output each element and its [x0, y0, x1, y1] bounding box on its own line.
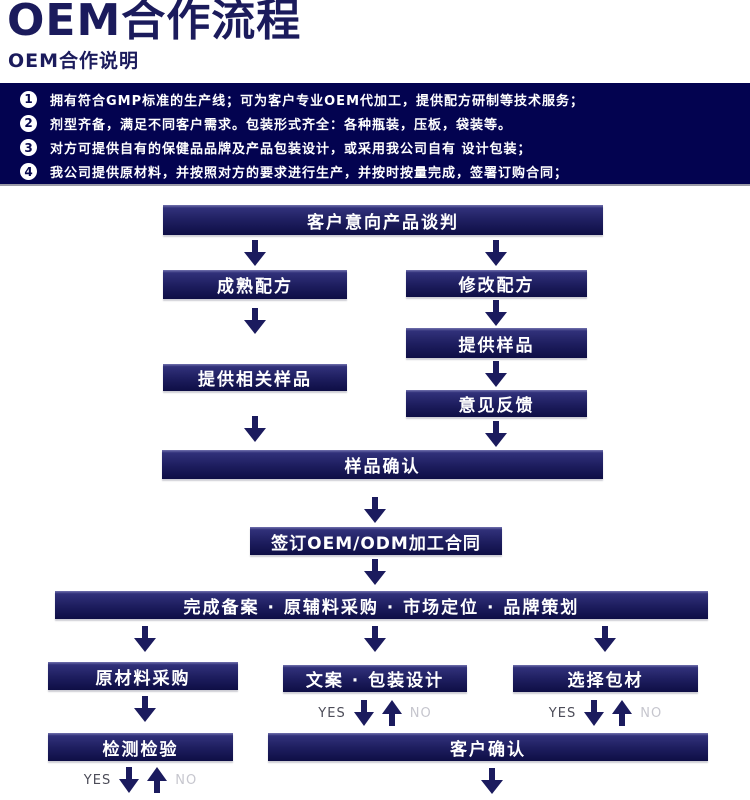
- flow-box-sample-confirmation: 样品确认: [162, 450, 603, 479]
- down-arrow-icon: [485, 361, 507, 387]
- no-label: NO: [409, 705, 432, 721]
- no-label: NO: [640, 705, 663, 721]
- note-number-badge: 2: [20, 114, 37, 132]
- flow-box-mature-formula: 成熟配方: [163, 270, 347, 299]
- down-arrow-icon: [485, 300, 507, 326]
- down-arrow-icon: [364, 559, 386, 585]
- flow-box-feedback: 意见反馈: [406, 390, 587, 417]
- flow-box-modify-formula: 修改配方: [406, 270, 587, 297]
- down-arrow-icon: [594, 626, 616, 652]
- flow-box-sign-contract: 签订OEM/ODM加工合同: [250, 527, 502, 555]
- yesno-group: YES NO: [513, 699, 698, 727]
- notes-panel: 1 拥有符合GMP标准的生产线；可为客户专业OEM代加工，提供配方研制等技术服务…: [0, 83, 750, 186]
- down-arrow-icon: [134, 696, 156, 722]
- flow-box-testing-inspection: 检测检验: [48, 733, 233, 761]
- note-text: 对方可提供自有的保健品品牌及产品包装设计，或采用我公司自有 设计包装；: [50, 142, 532, 158]
- flow-box-customer-negotiation: 客户意向产品谈判: [163, 205, 603, 235]
- flow-box-customer-confirmation: 客户确认: [268, 733, 708, 761]
- down-arrow-icon: [364, 497, 386, 523]
- down-arrow-icon: [481, 768, 503, 794]
- flow-box-provide-related-samples: 提供相关样品: [163, 364, 347, 391]
- flow-box-copy-packaging-design: 文案 · 包装设计: [283, 665, 467, 692]
- note-text: 拥有符合GMP标准的生产线；可为客户专业OEM代加工，提供配方研制等技术服务；: [50, 93, 585, 109]
- down-arrow-icon: [353, 700, 374, 726]
- down-arrow-icon: [134, 626, 156, 652]
- note-item: 1 拥有符合GMP标准的生产线；可为客户专业OEM代加工，提供配方研制等技术服务…: [0, 87, 750, 111]
- yesno-group: YES NO: [283, 699, 467, 727]
- down-arrow-icon: [364, 626, 386, 652]
- yesno-group: YES NO: [48, 766, 233, 794]
- note-text: 剂型齐备，满足不同客户需求。包装形式齐全：各种瓶装，压板，袋装等。: [50, 117, 513, 133]
- up-arrow-icon: [382, 700, 402, 726]
- note-item: 2 剂型齐备，满足不同客户需求。包装形式齐全：各种瓶装，压板，袋装等。: [0, 111, 750, 135]
- flow-box-filing-procurement: 完成备案 · 原辅料采购 · 市场定位 · 品牌策划: [55, 591, 708, 619]
- note-item: 3 对方可提供自有的保健品品牌及产品包装设计，或采用我公司自有 设计包装；: [0, 136, 750, 160]
- yes-label: YES: [548, 705, 577, 721]
- down-arrow-icon: [485, 240, 507, 266]
- down-arrow-icon: [244, 240, 266, 266]
- yes-label: YES: [318, 705, 346, 721]
- down-arrow-icon: [244, 308, 266, 334]
- note-text: 我公司提供原材料，并按照对方的要求进行生产，并按时按量完成，签署订购合同；: [50, 166, 569, 182]
- flow-box-choose-packaging: 选择包材: [513, 665, 698, 692]
- down-arrow-icon: [584, 700, 605, 726]
- note-number-badge: 1: [20, 90, 37, 108]
- note-number-badge: 3: [20, 139, 37, 157]
- yes-label: YES: [83, 772, 112, 788]
- up-arrow-icon: [612, 700, 632, 726]
- down-arrow-icon: [485, 421, 507, 447]
- up-arrow-icon: [147, 767, 167, 793]
- note-number-badge: 4: [20, 163, 37, 181]
- flow-box-provide-samples: 提供样品: [406, 328, 587, 358]
- flow-box-raw-material-procurement: 原材料采购: [48, 662, 238, 690]
- no-label: NO: [175, 772, 198, 788]
- down-arrow-icon: [119, 767, 140, 793]
- note-item: 4 我公司提供原材料，并按照对方的要求进行生产，并按时按量完成，签署订购合同；: [0, 160, 750, 184]
- page-title: OEM合作流程: [7, 0, 302, 46]
- page-subtitle: OEM合作说明: [8, 50, 140, 72]
- down-arrow-icon: [244, 416, 266, 442]
